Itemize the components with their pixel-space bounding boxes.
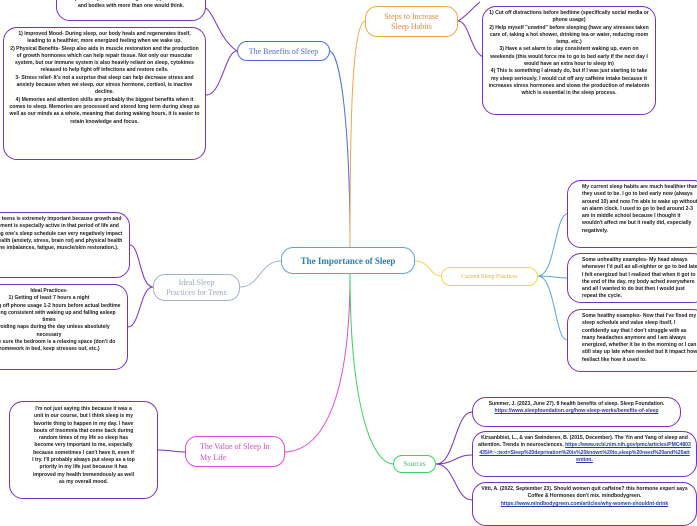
source-1[interactable]: Summer, J. (2023, June 27). 8 health ben… — [472, 397, 681, 427]
branch-ideal-practices[interactable]: Ideal Sleep Practices for Teens — [153, 274, 240, 301]
source-1-link[interactable]: https://www.sleepfoundation.org/how-slee… — [494, 408, 659, 415]
branch-value-of-sleep[interactable]: The Value of Sleep In My Life — [185, 436, 285, 467]
unhealthy-examples[interactable]: Some unhealthy examples- My head always … — [567, 253, 697, 303]
source-2-link[interactable]: https://www.ncbi.nlm.nih.gov/pmc/article… — [479, 442, 691, 463]
benefits-intro-fragment[interactable]: sleep is a very beneficial thing and sup… — [56, 0, 206, 21]
source-2-citation: Kirsanbbist, L., & van Swinderen, B. (20… — [478, 435, 688, 449]
ideal-practices-list[interactable]: Ideal Practices- 1) Getting of least 7 h… — [0, 284, 128, 370]
branch-benefits[interactable]: The Benefits of Sleep — [237, 41, 330, 61]
current-habits[interactable]: My current sleep habits are much healthi… — [567, 180, 697, 248]
source-1-citation: Summer, J. (2023, June 27). 8 health ben… — [488, 401, 665, 407]
branch-current-practices[interactable]: Current Sleep Practices — [441, 267, 538, 286]
healthy-examples[interactable]: Some healthy examples- Now that I've fix… — [567, 309, 697, 372]
source-3-citation: Vitti, A. (2022, September 23). Should w… — [481, 486, 688, 500]
steps-details[interactable]: 1) Cut off distractions before bedtime (… — [482, 6, 656, 115]
source-3-link[interactable]: https://www.mindbodygreen.com/articles/w… — [500, 500, 669, 507]
source-3[interactable]: Vitti, A. (2022, September 23). Should w… — [472, 482, 697, 526]
branch-sources[interactable]: Sources — [393, 455, 436, 473]
central-topic[interactable]: The Importance of Sleep — [281, 247, 415, 274]
source-2[interactable]: Kirsanbbist, L., & van Swinderen, B. (20… — [472, 431, 697, 477]
benefits-details[interactable]: 1) Improved Mood- During sleep, our body… — [3, 27, 206, 160]
branch-steps[interactable]: Steps to Increase Sleep Habits — [365, 6, 458, 37]
value-of-sleep-text[interactable]: I'm not just saying this because it was … — [9, 401, 158, 499]
ideal-teen-sleep-fragment[interactable]: Sleep for teens is extremely important b… — [0, 212, 130, 278]
